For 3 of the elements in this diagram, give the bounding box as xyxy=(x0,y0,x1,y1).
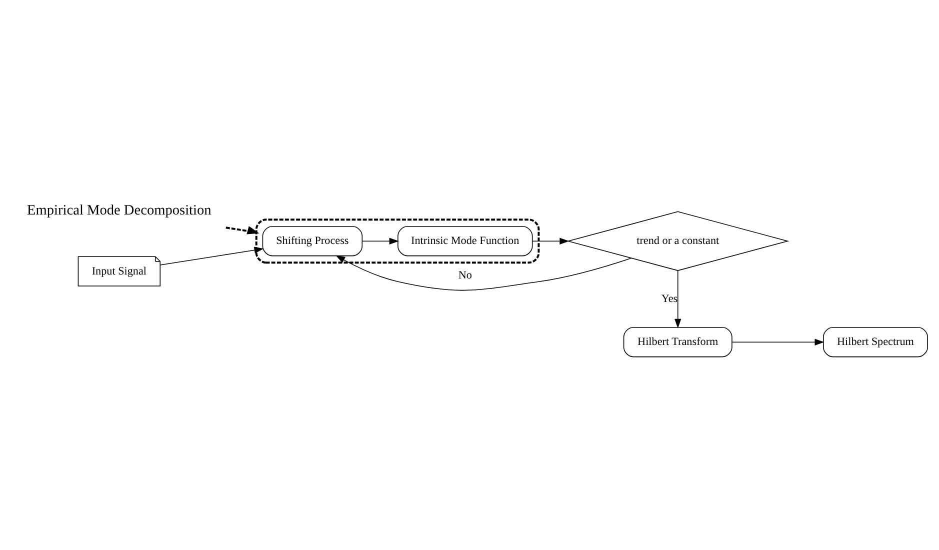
edge-label: No xyxy=(458,269,472,282)
node-text: Empirical Mode Decomposition xyxy=(27,202,212,218)
edge-label: Yes xyxy=(661,292,678,304)
